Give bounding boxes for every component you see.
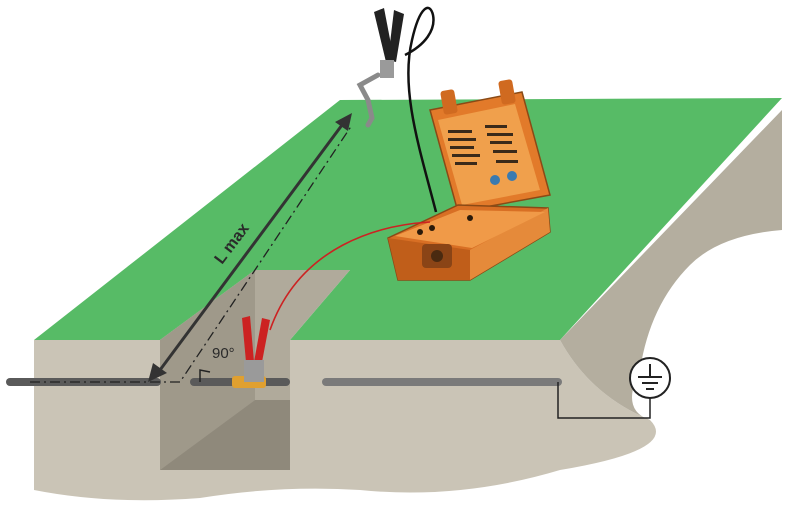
trench-floor — [160, 400, 290, 470]
ground-symbol-icon — [629, 357, 671, 399]
trench-side-wall — [160, 270, 255, 470]
red-crocodile-clip-icon — [242, 316, 270, 382]
earth-resistance-meter-icon — [387, 79, 551, 281]
lmax-dimension-arrow — [148, 113, 352, 382]
angle-label: 90° — [212, 345, 235, 362]
measurement-axis — [30, 124, 353, 383]
black-crocodile-clip-icon — [356, 8, 404, 128]
ground-wire — [557, 382, 651, 419]
soil-side-face — [560, 110, 782, 420]
pipe-right — [322, 378, 562, 386]
clip-lead — [269, 221, 431, 331]
pipe-left — [6, 378, 161, 386]
probe-lead — [404, 6, 438, 213]
grass-surface — [34, 98, 782, 340]
right-angle-marker — [199, 369, 211, 382]
soil-front-face — [34, 340, 656, 501]
